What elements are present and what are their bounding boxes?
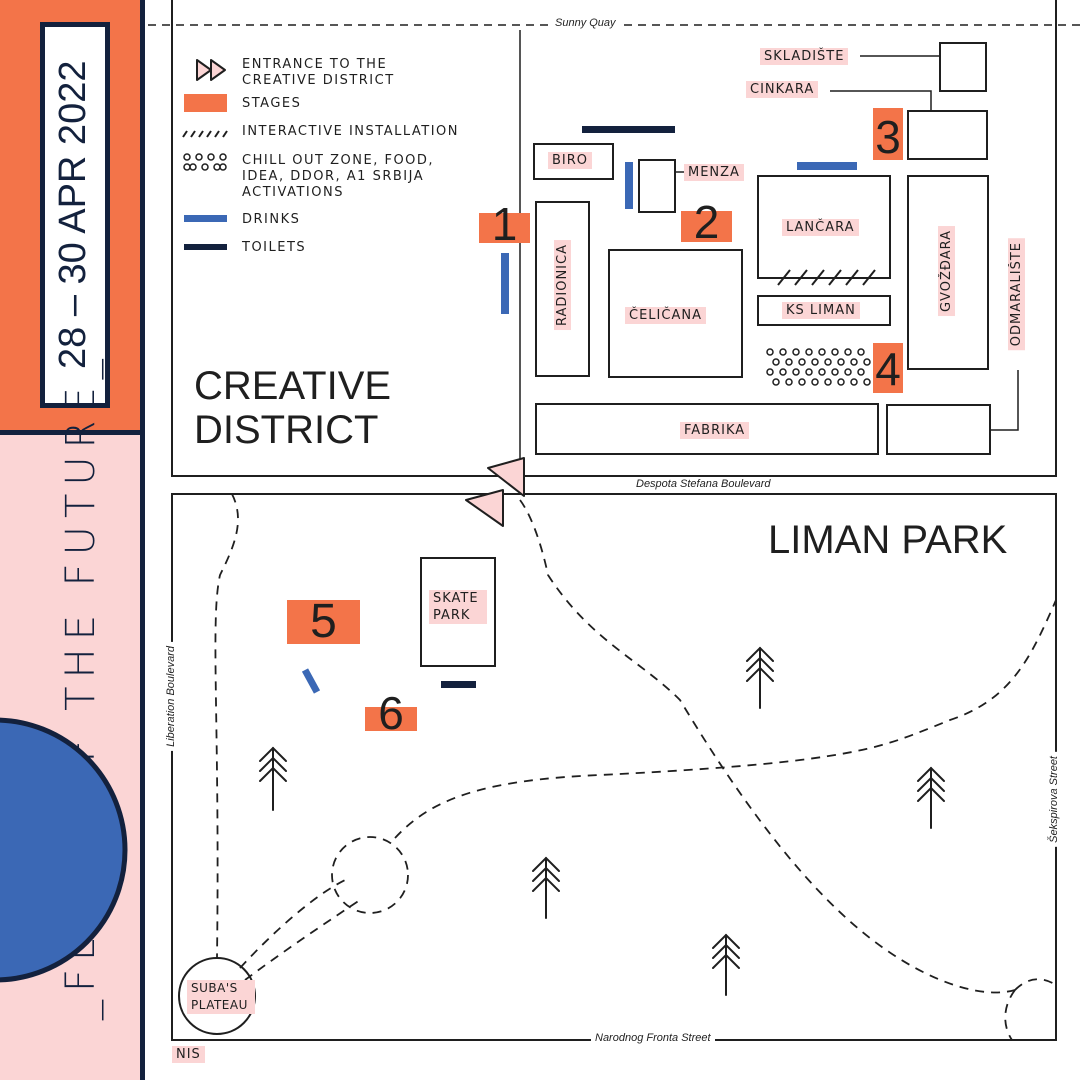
label-gvozdjara: GVOŽĐARA <box>938 226 955 317</box>
label-radionica: RADIONICA <box>554 240 571 331</box>
building-odmaraliste <box>886 404 991 455</box>
label-nis: NIS <box>172 1046 205 1063</box>
legend-stages: STAGES <box>242 96 302 111</box>
building-gvozdjara <box>907 175 989 370</box>
street-narodnog: Narodnog Fronta Street <box>591 1032 715 1044</box>
label-biro: BIRO <box>548 152 593 169</box>
creative-district-title: CREATIVE DISTRICT <box>194 364 392 452</box>
dates-box <box>40 22 110 408</box>
building-skate-park <box>420 557 496 667</box>
stage-5: 5 <box>287 598 360 646</box>
street-despota: Despota Stefana Boulevard <box>632 478 775 490</box>
legend-installation: INTERACTIVE INSTALLATION <box>242 124 460 139</box>
sidebar-border <box>140 0 145 1080</box>
stages-legend-swatch <box>184 94 227 112</box>
label-skladiste: SKLADIŠTE <box>760 48 849 65</box>
label-subas-plateau: SUBA'S PLATEAU <box>187 980 255 1014</box>
building-biro <box>533 143 614 180</box>
street-sunny-quay: Sunny Quay <box>551 17 620 29</box>
label-menza: MENZA <box>684 164 744 181</box>
label-skate-park: SKATE PARK <box>429 590 487 624</box>
building-skladiste <box>939 42 987 92</box>
sidebar-divider <box>0 430 145 435</box>
label-cinkara: CINKARA <box>746 81 819 98</box>
label-ks-liman: KS LIMAN <box>782 302 860 319</box>
stage-3: 3 <box>873 108 903 163</box>
stage-1: 1 <box>479 201 530 247</box>
building-ks-liman <box>757 295 891 326</box>
stage-6: 6 <box>365 690 417 736</box>
building-lancara <box>757 175 891 279</box>
liman-park-title: LIMAN PARK <box>768 518 1008 562</box>
legend-chill: CHILL OUT ZONE, FOOD, IDEA, DDOR, A1 SRB… <box>242 153 435 200</box>
building-radionica <box>535 201 590 377</box>
label-odmaraliste: ODMARALIŠTE <box>1008 238 1025 351</box>
label-fabrika: FABRIKA <box>680 422 750 439</box>
street-liberation: Liberation Boulevard <box>165 642 177 751</box>
legend-toilets: TOILETS <box>242 240 307 255</box>
stage-4: 4 <box>873 343 903 395</box>
building-fabrika <box>535 403 879 455</box>
stage-2: 2 <box>681 199 732 245</box>
blue-circle <box>0 717 128 983</box>
legend-drinks: DRINKS <box>242 212 301 227</box>
legend-entrance: ENTRANCE TO THE CREATIVE DISTRICT <box>242 57 395 88</box>
label-lancara: LANČARA <box>782 219 859 236</box>
building-cinkara <box>907 110 988 160</box>
building-menza <box>638 159 676 213</box>
building-celicana <box>608 249 743 378</box>
street-sekspirova: Šekspirova Street <box>1048 752 1060 847</box>
label-celicana: ČELIČANA <box>625 307 706 324</box>
